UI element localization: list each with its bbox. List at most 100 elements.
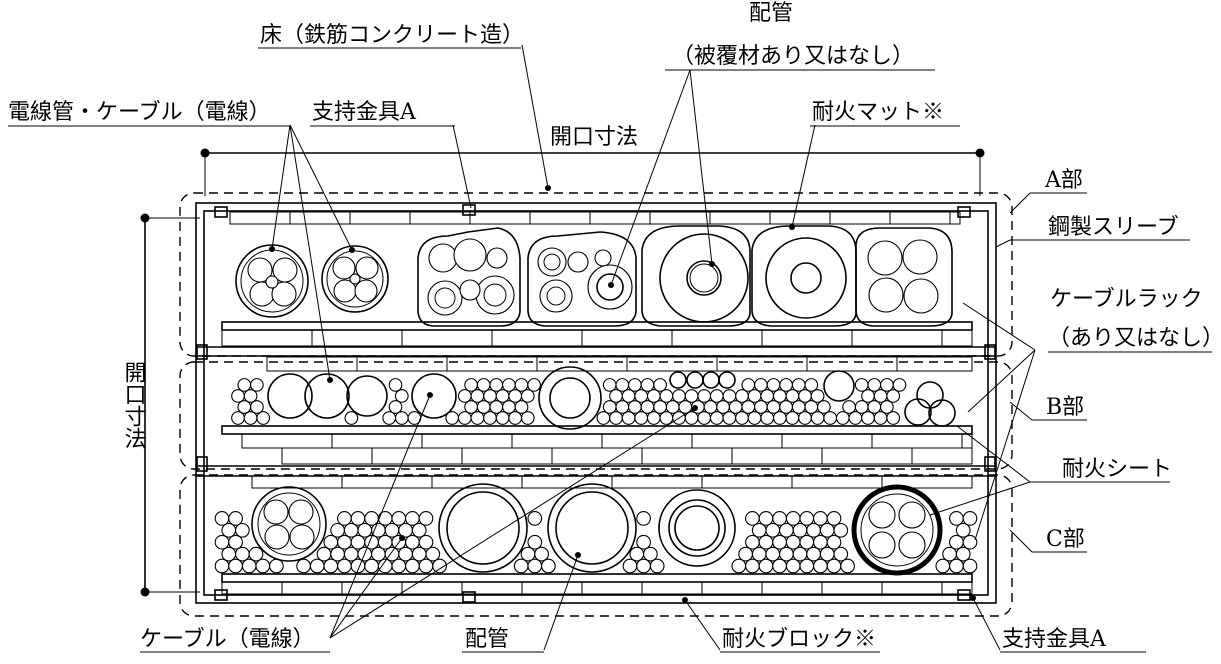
cable-strand bbox=[772, 558, 787, 574]
cable-strand bbox=[615, 378, 630, 392]
cable-strand bbox=[873, 411, 888, 425]
cable-strand bbox=[489, 378, 504, 392]
cable-strand bbox=[817, 400, 831, 414]
fire-block-brick bbox=[731, 447, 823, 465]
cable-strand bbox=[791, 400, 806, 414]
cable-strand bbox=[760, 389, 775, 403]
fire-block-brick bbox=[281, 581, 343, 595]
fire-block-brick bbox=[896, 356, 973, 372]
fire-block-brick bbox=[949, 211, 961, 225]
width-dimension bbox=[200, 148, 985, 196]
cable-strand bbox=[962, 558, 978, 574]
cable-strand bbox=[867, 400, 882, 414]
cable-strand bbox=[791, 378, 806, 392]
cable-strand bbox=[377, 511, 393, 526]
cable-strand bbox=[214, 558, 230, 574]
cable-strand bbox=[357, 522, 373, 538]
cable-strand bbox=[649, 558, 665, 574]
fire-block-label: 耐火ブロック※ bbox=[722, 627, 876, 652]
cable-strand bbox=[636, 534, 651, 550]
cable-strand bbox=[766, 378, 781, 392]
fire-block-brick bbox=[821, 581, 883, 595]
section-c-label: C部 bbox=[1046, 527, 1085, 552]
cable-strand bbox=[886, 389, 901, 403]
cable-strand bbox=[508, 411, 523, 425]
labels: 床（鉄筋コンクリート造） 配管 （被覆材あり又はなし） 電線管・ケーブル（電線）… bbox=[8, 1, 1221, 652]
cable-strand bbox=[411, 546, 427, 562]
cable-strand bbox=[483, 389, 497, 403]
fire-block-brick bbox=[401, 581, 463, 595]
cable-strand bbox=[684, 389, 699, 403]
cable-strand bbox=[214, 511, 230, 526]
conduit-cable-label: 電線管・ケーブル（電線） bbox=[8, 100, 271, 125]
section-c-cables bbox=[214, 511, 978, 574]
cable-strand bbox=[848, 411, 863, 425]
cable-strand bbox=[634, 411, 649, 425]
cable-strand bbox=[785, 411, 800, 425]
cable-strand bbox=[779, 378, 793, 392]
cable-strand bbox=[826, 558, 842, 574]
cable-strand bbox=[520, 389, 535, 403]
fire-block-brick bbox=[311, 329, 403, 347]
cable-strand bbox=[765, 522, 781, 538]
cable-strand bbox=[495, 389, 510, 403]
cable-strand bbox=[394, 411, 409, 425]
cable-strand bbox=[228, 534, 243, 550]
section-b-label: B部 bbox=[1046, 395, 1084, 420]
fire-block-brick bbox=[761, 329, 853, 347]
cable-strand bbox=[810, 411, 825, 425]
cable-strand bbox=[731, 558, 747, 574]
cable-strand bbox=[309, 558, 325, 574]
cable-strand bbox=[886, 411, 901, 425]
cable-strand bbox=[840, 558, 855, 574]
cable-strand bbox=[738, 546, 753, 562]
fire-block-brick bbox=[349, 211, 411, 225]
cable-strand bbox=[833, 546, 849, 562]
fire-block-brick bbox=[781, 433, 873, 449]
fire-block-brick bbox=[691, 433, 783, 449]
cable-strand bbox=[665, 400, 680, 414]
cable-strand bbox=[804, 400, 819, 414]
cable-strand bbox=[935, 558, 951, 574]
cable-strand bbox=[527, 534, 543, 550]
leader-lines bbox=[269, 44, 1190, 651]
cable-strand bbox=[323, 534, 339, 550]
cable-strand bbox=[237, 378, 252, 392]
steel-sleeve bbox=[195, 202, 997, 604]
cable-strand bbox=[248, 546, 264, 562]
fire-block-brick bbox=[941, 581, 973, 595]
fire-block-brick bbox=[251, 475, 343, 489]
cable-strand bbox=[527, 378, 541, 392]
cable-strand bbox=[779, 546, 794, 562]
cable-strand bbox=[432, 558, 447, 574]
section-a-contents bbox=[235, 225, 953, 327]
cable-strand bbox=[653, 400, 667, 414]
cable-strand bbox=[388, 378, 403, 392]
cable-strand bbox=[833, 522, 849, 538]
fire-block-brick bbox=[281, 447, 373, 465]
cable-strand bbox=[457, 389, 472, 403]
support-top-label: 支持金具A bbox=[312, 100, 417, 125]
cable-strand bbox=[741, 400, 756, 414]
opening-height-label: 開口寸法 bbox=[121, 361, 147, 449]
fire-mat-label: 耐火マット※ bbox=[812, 100, 944, 125]
cable-strand bbox=[735, 411, 749, 425]
cable-strand bbox=[371, 522, 386, 538]
cable-strand bbox=[747, 411, 762, 425]
cable-strand bbox=[418, 511, 434, 526]
cable-strand bbox=[502, 400, 516, 414]
cable-strand bbox=[476, 400, 491, 414]
cable-strand bbox=[799, 534, 815, 550]
fire-block-brick bbox=[829, 211, 891, 225]
fire-block-brick bbox=[626, 356, 718, 372]
cable-strand bbox=[646, 389, 661, 403]
cable-strand bbox=[826, 534, 842, 550]
cable-strand bbox=[377, 534, 393, 550]
cable-strand bbox=[228, 558, 243, 574]
cable-strand bbox=[457, 411, 472, 425]
cable-strand bbox=[527, 558, 543, 574]
cable-strand bbox=[745, 511, 760, 526]
cable-strand bbox=[722, 389, 737, 403]
cable-strand bbox=[745, 558, 760, 574]
